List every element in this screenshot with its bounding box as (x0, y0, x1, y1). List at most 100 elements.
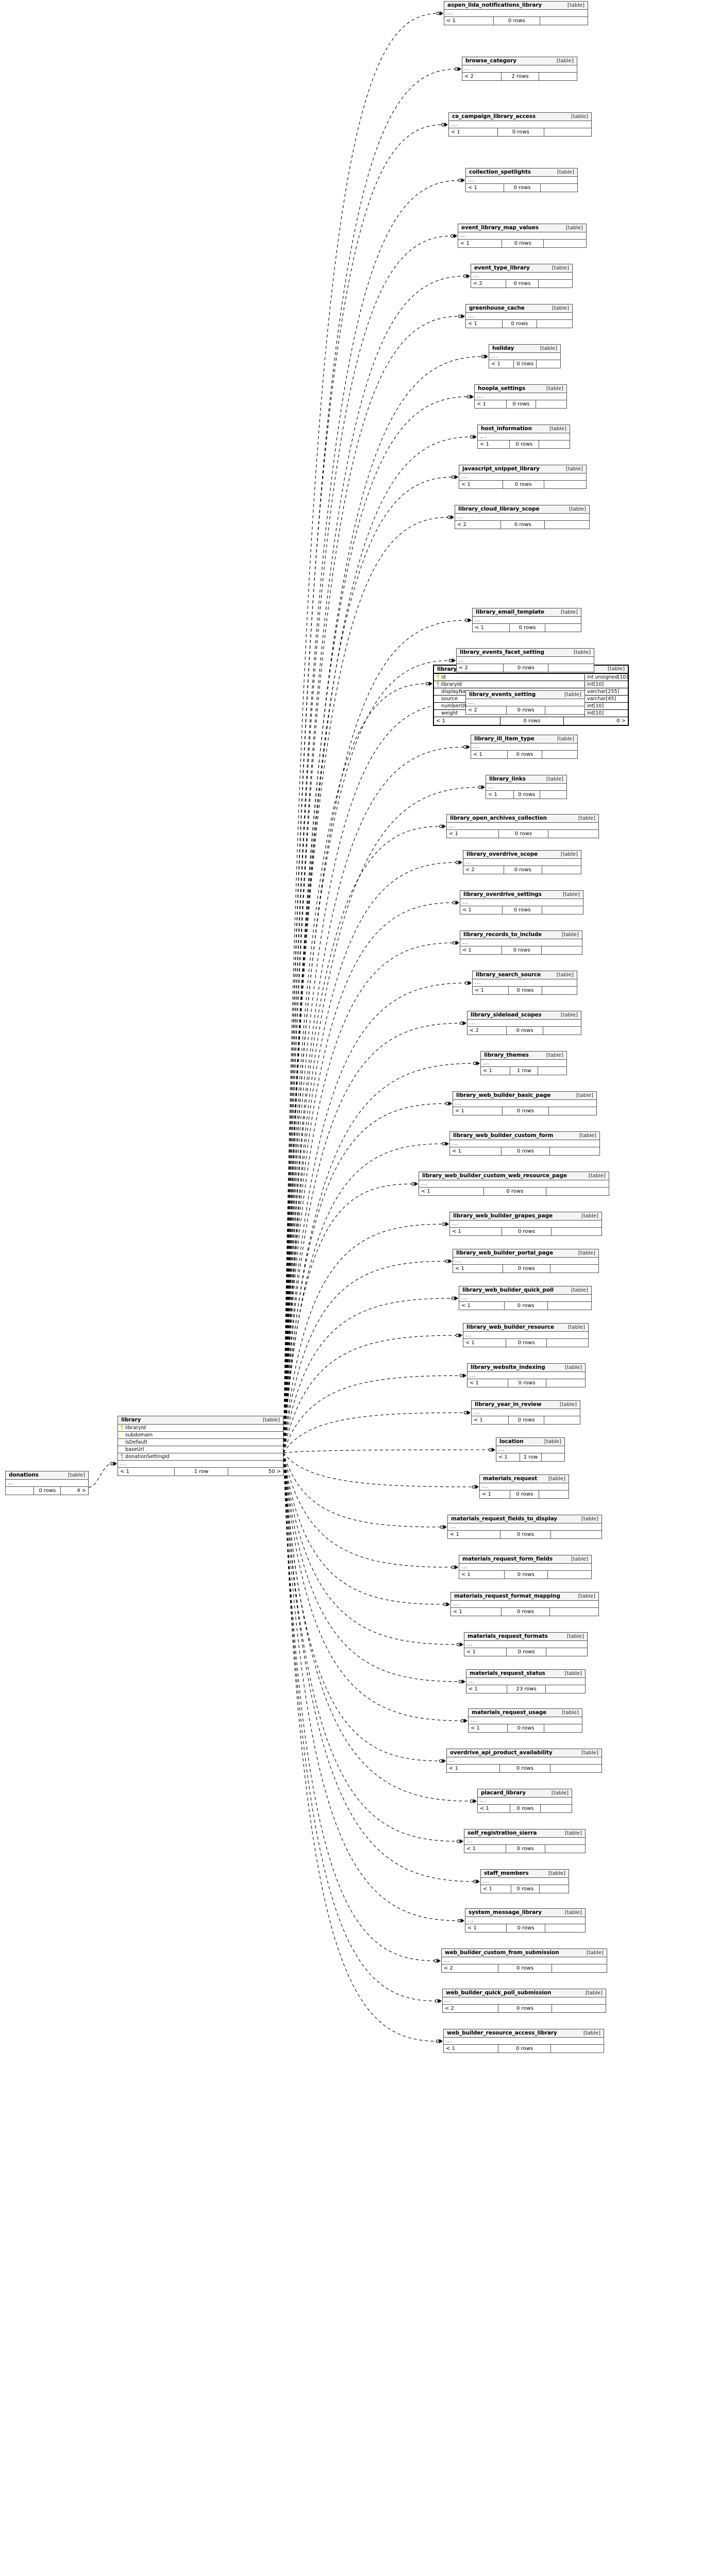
column-type: varchar[255] (585, 689, 628, 694)
table-name: library_overdrive_scope (466, 851, 538, 857)
footer-rowcount: 0 rows (513, 360, 537, 368)
columns-ellipsis: ... (466, 699, 585, 706)
table-node-library-web-builder-basic-page[interactable]: library_web_builder_basic_page[table]...… (453, 1091, 597, 1115)
table-type-label: [table] (559, 1401, 577, 1408)
table-node-donations[interactable]: donations [table] ... 0 rows 4 > (5, 1471, 89, 1495)
column-name: subdomain (125, 1432, 153, 1438)
table-node-web-builder-quick-poll-submission[interactable]: web_builder_quick_poll_submission[table]… (442, 1989, 606, 2013)
table-name: placard_library (481, 1790, 526, 1796)
table-node-library-events-facet-setting[interactable]: library_events_facet_setting[table]...< … (456, 648, 594, 672)
table-node-header: staff_members[table] (481, 1870, 569, 1878)
footer-rowcount: 0 rows (505, 280, 539, 287)
crowsfoot-icon (445, 1259, 452, 1264)
footer-rowcount: 0 rows (502, 1265, 550, 1273)
table-node-materials-request-fields-to-display[interactable]: materials_request_fields_to_display[tabl… (447, 1515, 602, 1539)
table-node-library-web-builder-quick-poll[interactable]: library_web_builder_quick_poll[table]...… (459, 1286, 592, 1310)
table-column-row[interactable]: subdomain (118, 1432, 283, 1439)
footer-parents: < 1 (449, 831, 458, 837)
footer-rowcount: 0 rows (508, 987, 543, 994)
columns-ellipsis: ... (472, 1409, 580, 1416)
table-node-library-web-builder-resource[interactable]: library_web_builder_resource[table]...< … (463, 1323, 589, 1347)
table-column-row[interactable]: libraryId (118, 1425, 283, 1432)
table-type-label: [table] (564, 1909, 582, 1916)
table-node-aspen-lida-notifications-library[interactable]: aspen_lida_notifications_library[table].… (444, 1, 588, 25)
table-node-library-web-builder-portal-page[interactable]: library_web_builder_portal_page[table]..… (453, 1249, 599, 1273)
table-node-library-web-builder-custom-web-resource-page[interactable]: library_web_builder_custom_web_resource_… (419, 1172, 609, 1196)
table-node-library-web-builder-grapes-page[interactable]: library_web_builder_grapes_page[table]..… (449, 1212, 602, 1236)
table-node-library-open-archives-collection[interactable]: library_open_archives_collection[table].… (446, 814, 599, 838)
footer-rowcount: 0 rows (502, 906, 543, 914)
footer-parents: < 1 (120, 1469, 129, 1475)
table-columns: ... (448, 1523, 602, 1531)
table-name: browse_category (465, 58, 516, 64)
table-name: library_web_builder_custom_web_resource_… (422, 1173, 567, 1179)
table-type-label: [table] (581, 1516, 598, 1522)
table-column-row[interactable]: baseUrl (118, 1446, 283, 1453)
crowsfoot-icon (450, 233, 457, 239)
table-node-overdrive-api-product-availability[interactable]: overdrive_api_product_availability[table… (446, 1749, 602, 1773)
footer-children (541, 184, 577, 192)
table-columns: ... (447, 1757, 602, 1765)
table-node-web-builder-custom-from-submission[interactable]: web_builder_custom_from_submission[table… (441, 1948, 607, 1973)
table-node-materials-request-form-fields[interactable]: materials_request_form_fields[table]...<… (459, 1555, 592, 1579)
table-type-label: [table] (552, 265, 569, 271)
table-columns: ... (464, 1641, 587, 1648)
crowsfoot-icon (460, 1718, 467, 1723)
table-column-row[interactable]: isDefault (118, 1439, 283, 1446)
footer-parents: < 1 (466, 1846, 476, 1852)
table-node-library-web-builder-custom-form[interactable]: library_web_builder_custom_form[table]..… (449, 1131, 600, 1156)
table-name: collection_spotlights (469, 169, 531, 175)
crowsfoot-icon (451, 1296, 458, 1301)
table-node-materials-request-format-mapping[interactable]: materials_request_format_mapping[table].… (450, 1592, 599, 1616)
table-node-library-cloud-library-scope[interactable]: library_cloud_library_scope[table]...< 2… (455, 505, 590, 529)
table-columns: ... (6, 1480, 88, 1487)
relationship-edge (283, 787, 480, 1453)
table-column-row[interactable]: donationSettingId (118, 1453, 283, 1461)
footer-children (545, 624, 581, 632)
table-type-label: [table] (567, 2, 585, 8)
table-name: web_builder_quick_poll_submission (446, 1990, 552, 1996)
footer-rowcount: 1 row (174, 1468, 229, 1476)
table-node-web-builder-resource-access-library[interactable]: web_builder_resource_access_library[tabl… (443, 2029, 604, 2053)
columns-ellipsis: ... (6, 1480, 88, 1487)
